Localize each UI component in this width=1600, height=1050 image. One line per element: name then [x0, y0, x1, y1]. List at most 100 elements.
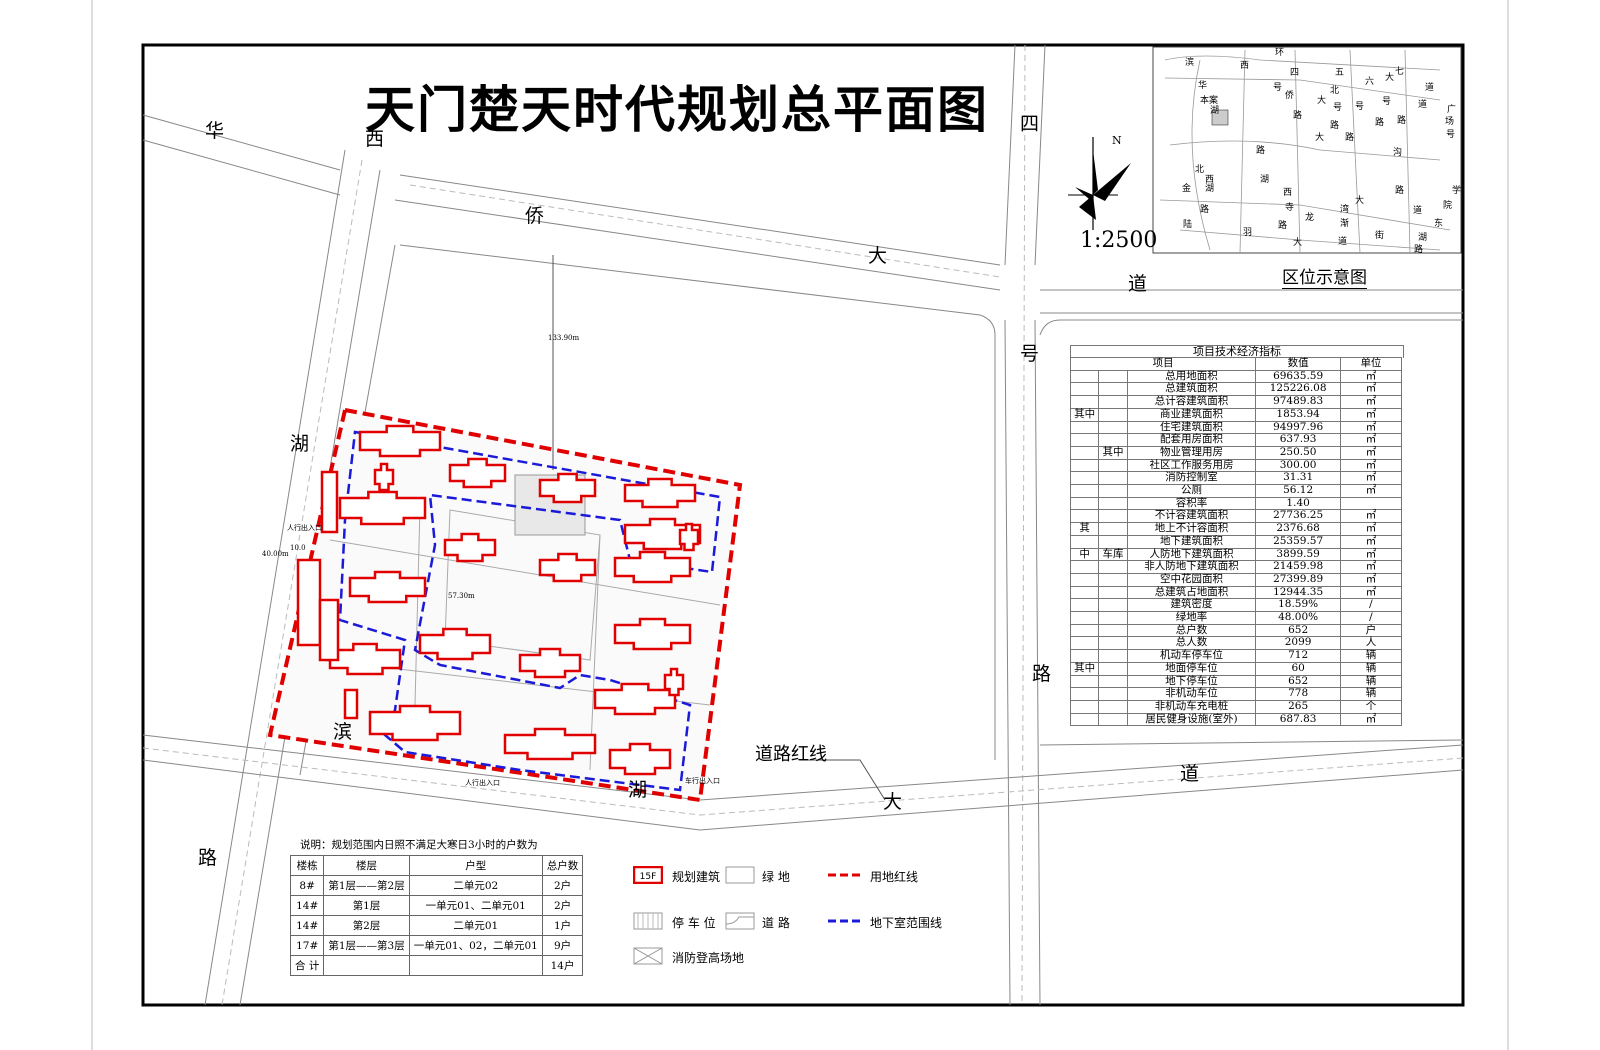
location-map-label: 道: [1425, 81, 1434, 93]
red-line-leader: [800, 759, 886, 801]
indicator-value: 1853.94: [1255, 407, 1341, 422]
site-annotation: 车行出入口: [685, 776, 720, 785]
indicator-item: 非人防地下建筑面积: [1126, 560, 1257, 574]
indicator-value: 12944.35: [1255, 585, 1341, 600]
indicator-unit: ㎡: [1339, 522, 1403, 536]
indicator-unit: ㎡: [1339, 433, 1403, 447]
site-annotation: 40.00m: [262, 550, 289, 558]
indicator-unit: ㎡: [1339, 395, 1403, 409]
location-map-label: 东: [1434, 217, 1443, 229]
indicator-value: 31.31: [1255, 471, 1341, 486]
indicator-value: 94997.96: [1255, 420, 1341, 435]
location-map: 环北大道滨西四五六七华本案号侨大号号号道广湖路路路路场大路号路沟北西湖金湖西大路…: [1152, 46, 1462, 255]
location-map-label: 湖: [1205, 183, 1214, 194]
indicator-value: 27399.89: [1255, 572, 1341, 587]
commercial-building: [343, 688, 359, 720]
residential-building: [348, 570, 427, 604]
residential-building: [608, 742, 672, 776]
location-map-label: 北: [1330, 85, 1339, 96]
note-cell: 第1层: [323, 895, 410, 916]
location-map-label: 路: [1397, 114, 1406, 126]
indicator-subgroup: [1098, 369, 1128, 384]
indicator-value: 2376.68: [1255, 522, 1341, 536]
note-cell: 2户: [541, 895, 584, 916]
residential-building: [373, 462, 395, 492]
indicator-item: 总计容建筑面积: [1126, 395, 1257, 409]
note-caption: 说明：规划范围内日照不满足大寒日3小时的户数为: [300, 839, 538, 851]
road-name-label: 大: [883, 791, 902, 813]
legend-green-swatch: [725, 866, 755, 884]
residential-building: [418, 627, 492, 661]
indicator-group: 其中: [1069, 661, 1100, 676]
indicator-value: 69635.59: [1255, 369, 1341, 384]
location-map-label: 寺: [1285, 202, 1294, 213]
indicator-group: [1069, 636, 1100, 651]
indicator-subgroup: 车库: [1098, 547, 1128, 562]
indicator-subgroup: [1098, 649, 1128, 663]
indicator-item: 公厕: [1126, 484, 1257, 498]
indicator-group: [1069, 649, 1100, 663]
location-map-label: 街: [1375, 229, 1384, 241]
indicator-subgroup: [1098, 395, 1128, 409]
location-map-label: 道: [1413, 204, 1422, 216]
location-map-label: 号: [1333, 102, 1342, 113]
indicator-subgroup: [1098, 636, 1128, 651]
location-map-label: 七: [1395, 66, 1404, 77]
location-map-label: 道: [1338, 235, 1347, 247]
residential-building: [358, 424, 442, 458]
location-map-label: 路: [1345, 131, 1354, 143]
indicator-value: 250.50: [1255, 445, 1341, 460]
indicator-unit: ㎡: [1339, 712, 1403, 727]
indicator-group: [1069, 598, 1100, 613]
indicator-subgroup: [1098, 598, 1128, 613]
indicator-group: [1069, 585, 1100, 600]
commercial-building: [318, 598, 340, 662]
residential-building: [538, 552, 597, 583]
legend-basement-label: 地下室范围线: [870, 916, 943, 930]
road-huaxiqiao: [142, 114, 1463, 314]
indicator-value: 712: [1255, 649, 1341, 663]
scale-label: 1:2500: [1080, 228, 1158, 253]
note-cell: 二单元01: [408, 915, 543, 936]
road-name-label: 华: [205, 120, 224, 142]
location-map-label: 华: [1198, 79, 1207, 91]
indicator-subgroup: [1098, 407, 1128, 422]
indicator-unit: 辆: [1339, 674, 1403, 689]
location-map-label: 学: [1452, 184, 1461, 196]
indicator-value: 778: [1255, 687, 1341, 701]
road-name-label: 滨: [333, 721, 352, 743]
indicator-subgroup: [1098, 522, 1128, 536]
indicator-value: 125226.08: [1255, 382, 1341, 397]
indicator-unit: ㎡: [1339, 534, 1403, 549]
indicator-subgroup: [1098, 420, 1128, 435]
indicator-value: 21459.98: [1255, 560, 1341, 574]
road-name-label: 路: [1032, 663, 1051, 685]
note-cell: [408, 955, 543, 976]
legend-redline-label: 用地红线: [870, 870, 919, 884]
location-map-label: 路: [1395, 184, 1404, 196]
note-col: 楼栋: [289, 855, 325, 876]
location-map-label: 侨: [1285, 89, 1294, 101]
location-map-label: 陆: [1183, 218, 1192, 230]
residential-building: [538, 472, 597, 504]
indicator-group: 中: [1069, 547, 1100, 562]
indicator-group: [1069, 560, 1100, 574]
indicator-value: 265: [1255, 699, 1341, 714]
north-label: N: [1112, 134, 1122, 147]
road-name-label: 湖: [628, 779, 647, 801]
indicator-value: 2099: [1255, 636, 1341, 651]
page-title: 天门楚天时代规划总平面图: [365, 81, 989, 139]
indicator-unit: /: [1339, 598, 1403, 613]
indicator-subgroup: [1098, 585, 1128, 600]
